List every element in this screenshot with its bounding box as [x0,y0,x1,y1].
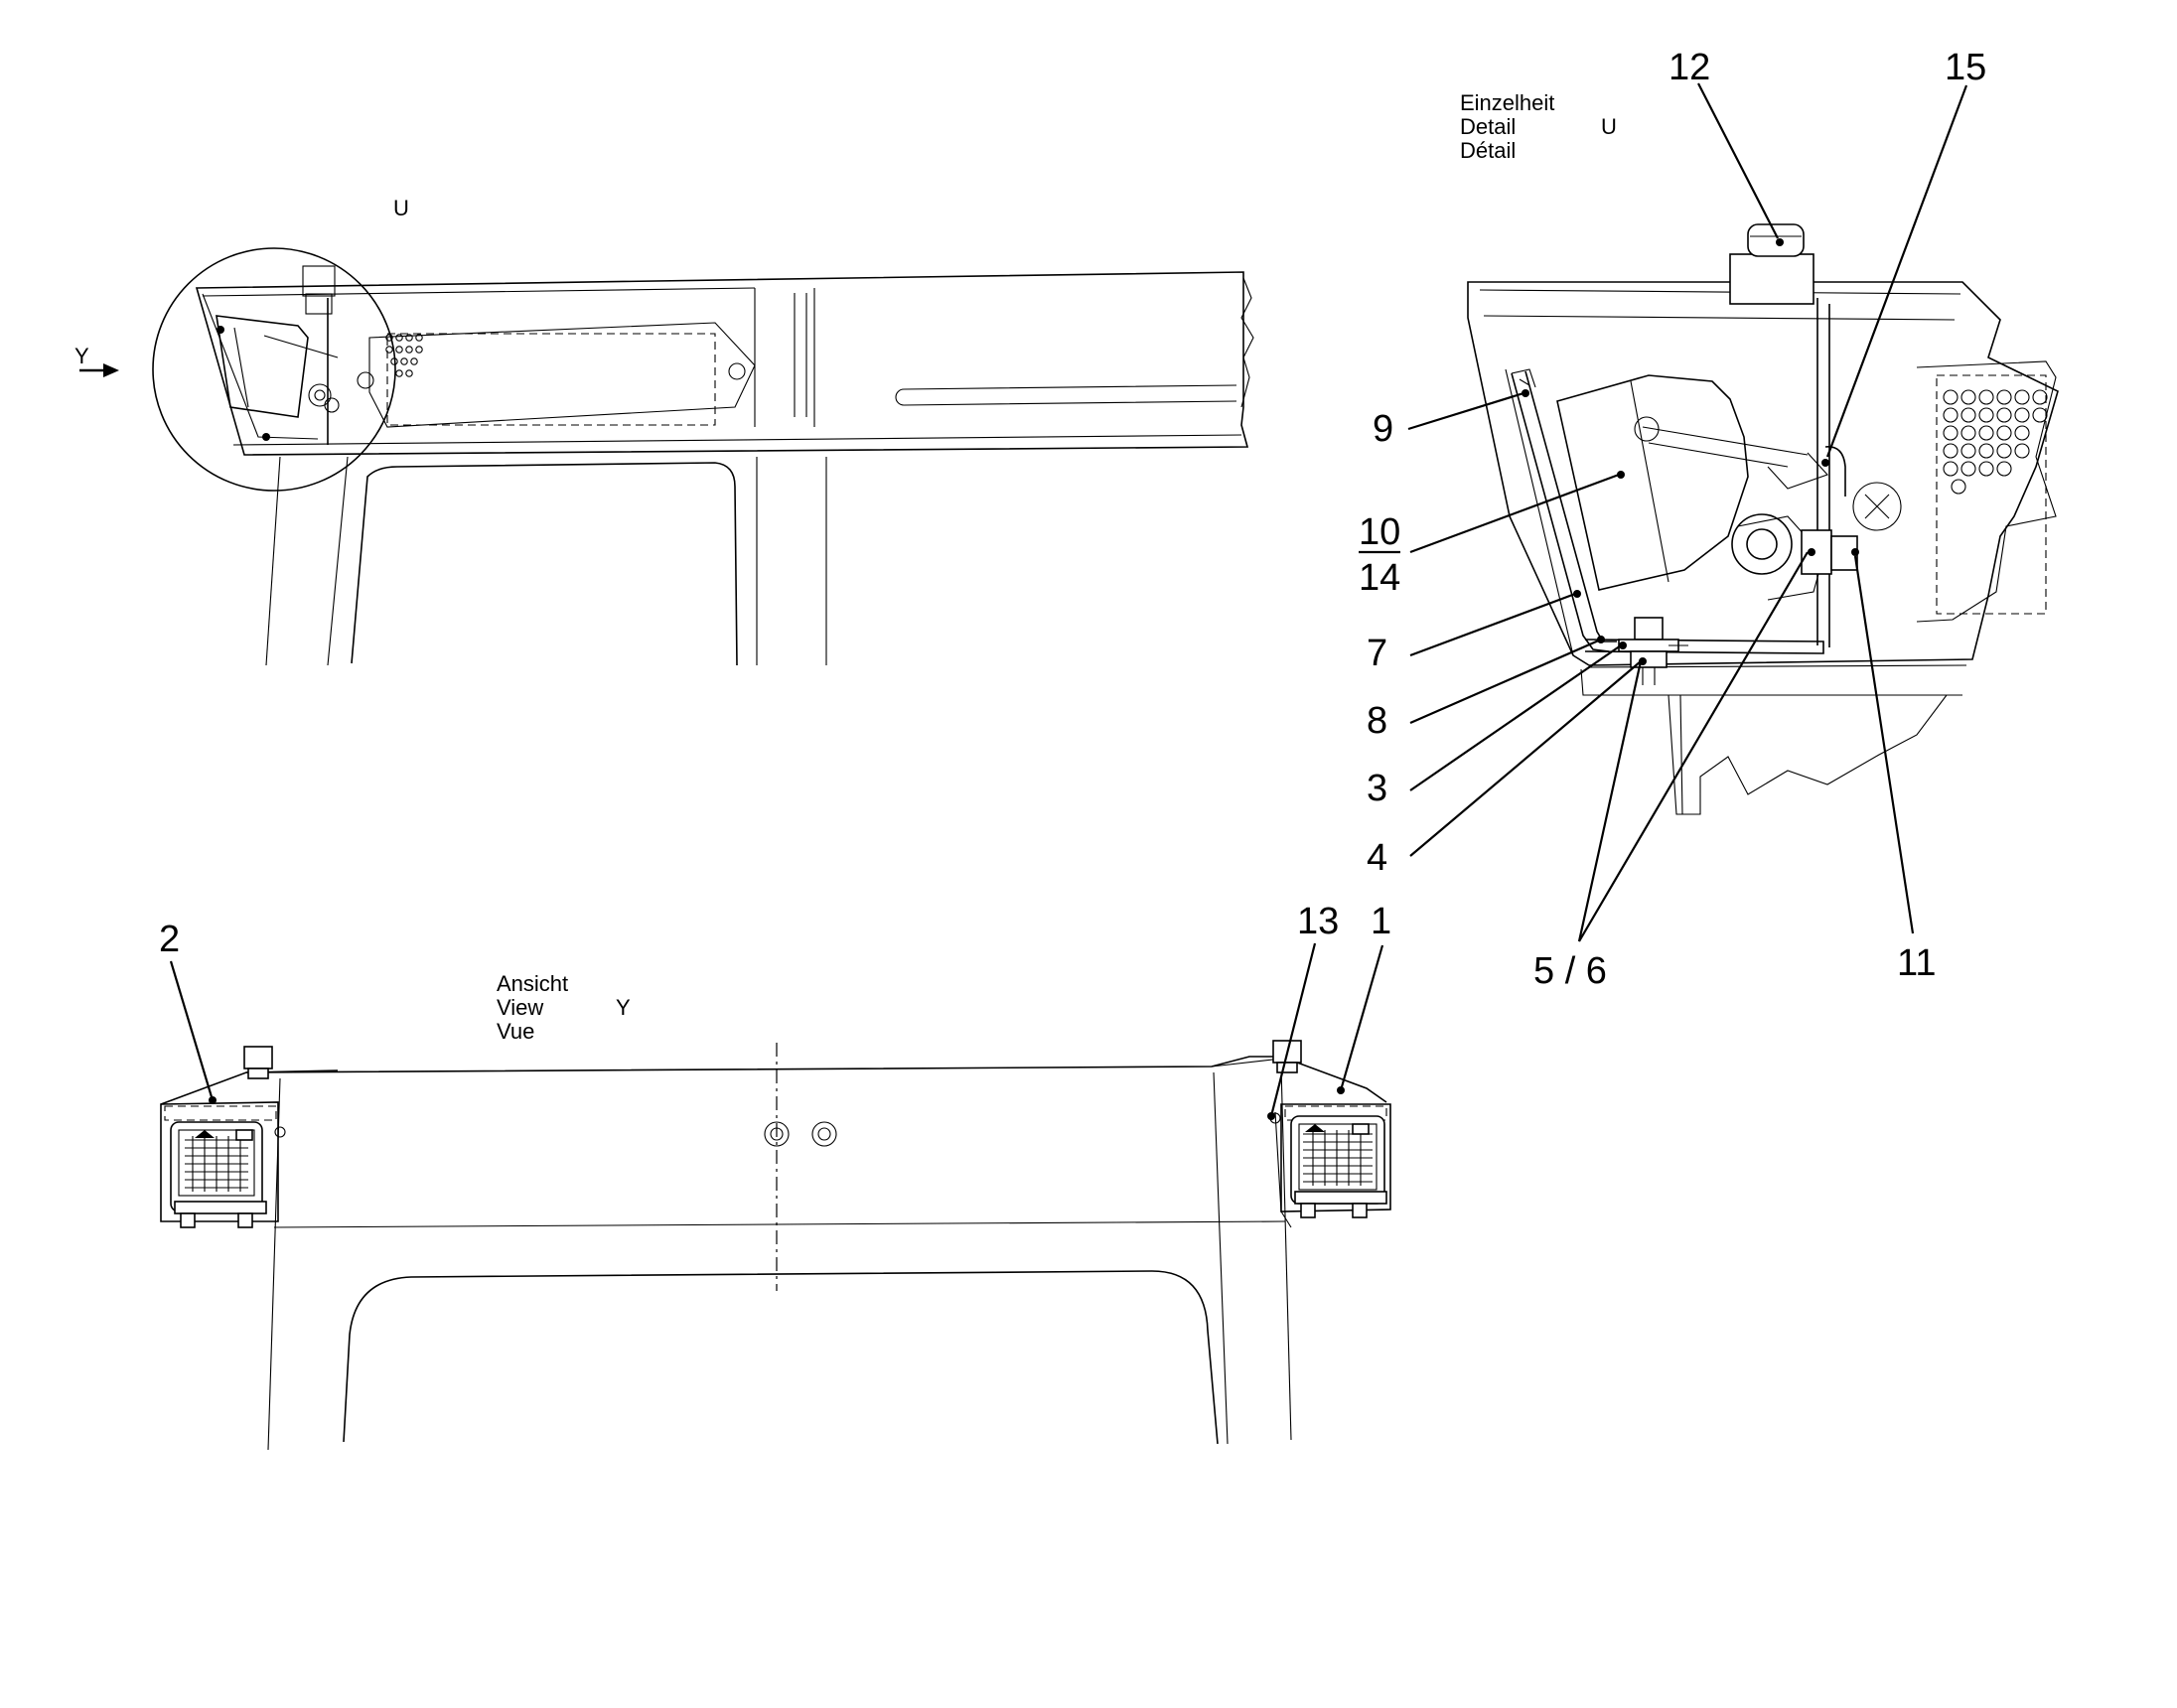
detail-vent-holes [1943,389,2048,495]
view-caption-line-2: View [497,995,543,1020]
detail-u-view: Einzelheit Detail Détail U 12 15 9 10 14… [1359,47,2059,992]
work-lamp-left [160,1046,286,1228]
work-lamp-right [1269,1040,1391,1228]
callout-4: 4 [1367,837,1387,879]
detail-caption-letter: U [1601,114,1617,139]
view-arrow-label: Y [74,344,89,368]
callout-11: 11 [1897,942,1936,984]
callout-5-6: 5 / 6 [1533,950,1607,992]
callout-7: 7 [1367,633,1387,674]
callout-1: 1 [1371,901,1391,942]
bottom-bolt [1618,617,1688,685]
view-y-arrow: Y [74,344,119,377]
overview-lamp [202,265,340,445]
overview-side-view: U Y [74,196,1254,666]
left-lamp-grille [185,1136,248,1192]
overview-detail-marker: U [393,196,409,220]
vent-holes [385,334,423,377]
bolt-12 [1729,223,1814,305]
detail-caption-line-3: Détail [1460,138,1516,163]
callout-15: 15 [1945,47,1986,88]
callout-8: 8 [1367,700,1387,742]
detail-u-circle [152,247,396,492]
detail-caption-line-2: Detail [1460,114,1516,139]
right-lamp-grille [1303,1130,1373,1186]
callout-14: 14 [1359,557,1400,599]
view-caption-line-1: Ansicht [497,971,568,996]
view-caption-line-3: Vue [497,1019,534,1044]
detail-caption-line-1: Einzelheit [1460,90,1554,115]
callout-3: 3 [1367,768,1387,809]
callout-10: 10 [1359,511,1400,553]
callout-12: 12 [1669,47,1710,88]
callout-2: 2 [159,919,180,960]
callout-13: 13 [1297,901,1339,942]
view-caption-letter: Y [616,995,631,1020]
work-lamp [1556,374,1828,601]
callout-9: 9 [1373,408,1393,450]
view-y: Ansicht View Vue Y 2 13 1 [159,901,1391,1451]
